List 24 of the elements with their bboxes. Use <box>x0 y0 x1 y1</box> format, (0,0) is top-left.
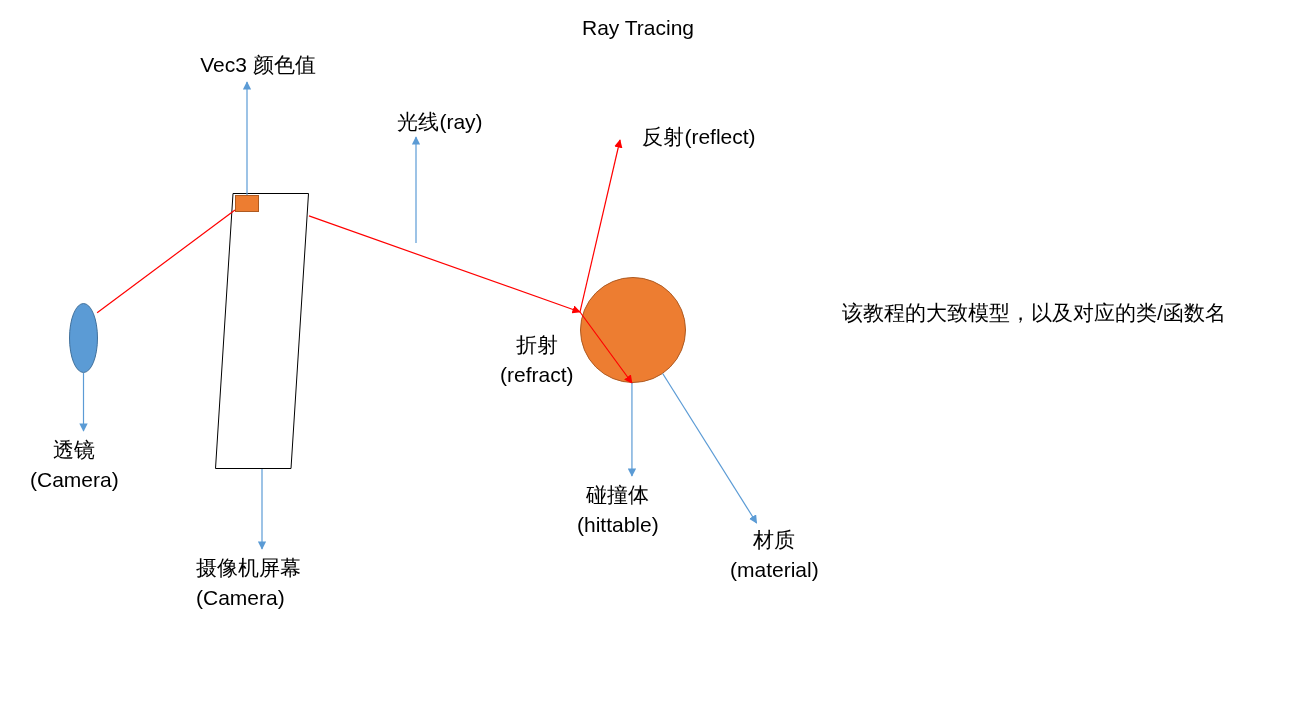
arrow <box>579 311 633 384</box>
arrow <box>242 81 252 196</box>
arrow <box>79 372 88 432</box>
arrow <box>579 139 623 313</box>
arrow <box>627 382 637 477</box>
screen-parallelogram <box>215 193 309 469</box>
arrow <box>308 215 581 314</box>
arrow <box>411 136 421 244</box>
arrow <box>257 468 267 550</box>
pixel-square <box>235 195 259 212</box>
text-label: 材质 (material) <box>730 525 819 585</box>
title: Ray Tracing <box>581 16 694 39</box>
text-label: 光线(ray) <box>380 107 500 137</box>
note-text: 该教程的大致模型，以及对应的类/函数名 <box>842 300 1226 326</box>
line <box>96 209 236 314</box>
arrow <box>662 372 758 524</box>
text-label: 碰撞体 (hittable) <box>577 480 659 540</box>
text-label: 反射(reflect) <box>626 122 772 152</box>
sphere-circle <box>580 277 686 383</box>
lens-ellipse <box>69 303 98 373</box>
text-label: 折射 (refract) <box>500 330 574 390</box>
text-label: Vec3 颜色值 <box>180 50 336 80</box>
text-label: 透镜 (Camera) <box>30 435 119 495</box>
text-label: 摄像机屏幕 (Camera) <box>196 553 301 613</box>
